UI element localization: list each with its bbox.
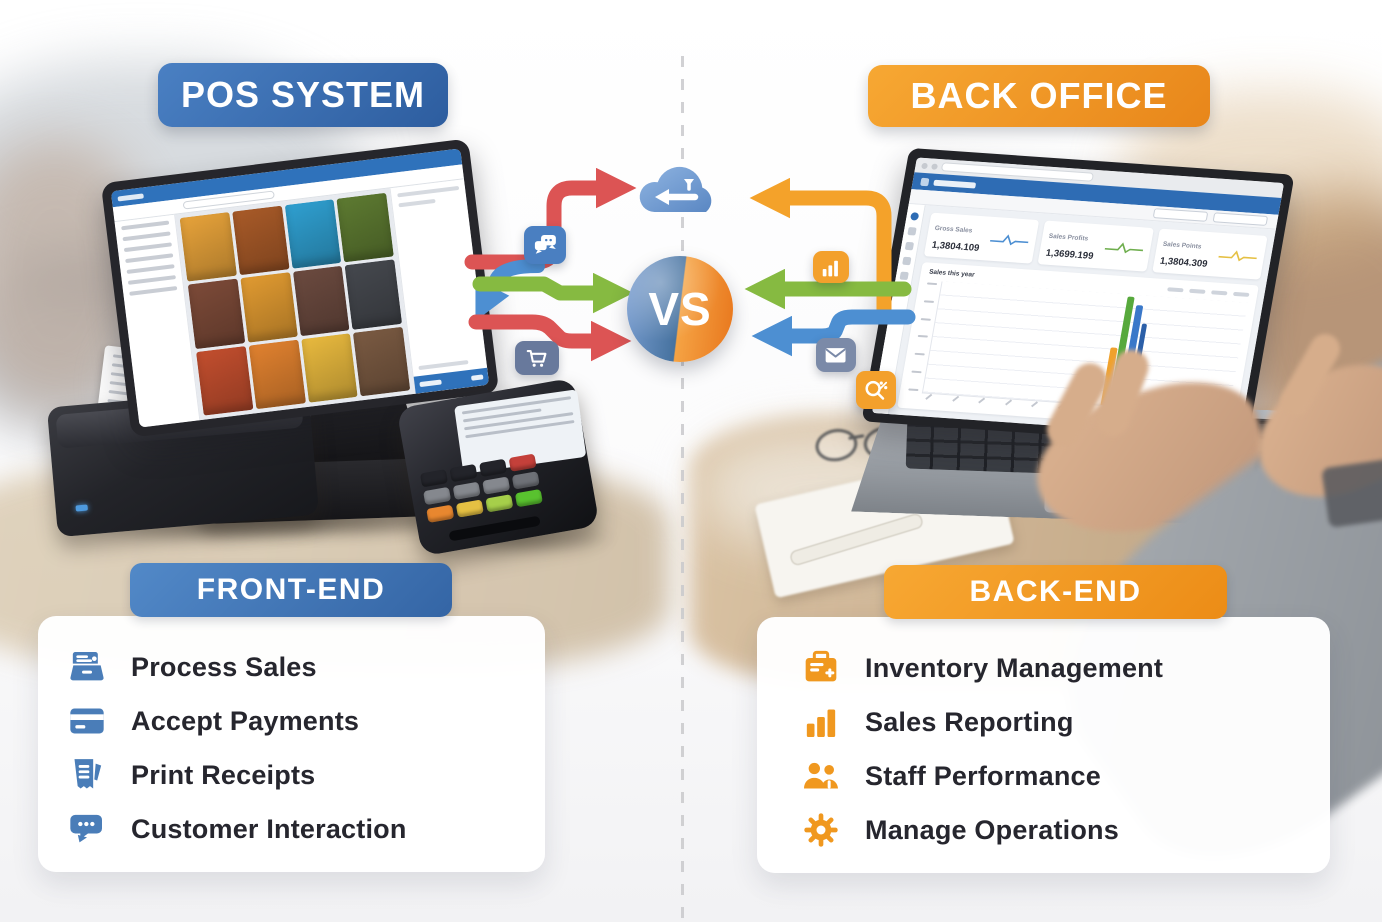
feature-item: Sales Reporting: [757, 695, 1330, 749]
feature-item: Customer Interaction: [38, 802, 545, 856]
keypad-key: [452, 481, 481, 500]
pos-product-tile: [187, 278, 246, 349]
bar-chart-icon: [799, 701, 843, 743]
feature-item: Print Receipts: [38, 748, 545, 802]
pos-system-label: POS SYSTEM: [180, 74, 426, 115]
feature-item: Accept Payments: [38, 694, 545, 748]
feature-item: Process Sales: [38, 640, 545, 694]
pos-product-tile: [196, 345, 254, 416]
back-office-banner: BACK OFFICE: [868, 65, 1210, 127]
discount-search-icon: [856, 371, 896, 409]
keypad-key: [426, 504, 455, 523]
keypad-key: [455, 499, 484, 518]
pos-product-tile: [292, 266, 350, 336]
center-dashed-divider: [681, 56, 684, 922]
chat-bubbles-icon: [65, 808, 109, 850]
chart-title: Sales this year: [928, 268, 976, 279]
staff-icon: [799, 755, 843, 797]
pos-product-tile: [179, 212, 237, 283]
feature-item: Staff Performance: [757, 749, 1330, 803]
chat-icon: [524, 226, 566, 264]
arrow-pos-to-vs-green: [472, 272, 634, 314]
keypad-key: [511, 471, 540, 490]
arrow-pos-to-vs-red: [468, 314, 632, 362]
laptop-screen: Gross Sales 1,3804.109 Sales Profits 1,3699…: [861, 147, 1295, 449]
feature-label: Sales Reporting: [865, 706, 1074, 737]
sales-chart-icon: [813, 251, 849, 283]
keypad-key: [479, 458, 508, 478]
pos-screen-ui: [110, 148, 490, 428]
keypad-key: [514, 488, 543, 508]
back-end-banner-label: BACK-END: [969, 575, 1142, 608]
vs-badge: VS: [627, 256, 733, 362]
stat-label: Sales Profits: [1048, 232, 1089, 243]
feature-label: Print Receipts: [131, 759, 316, 790]
arrow-chat-to-pos: [475, 259, 545, 322]
feature-label: Accept Payments: [131, 705, 360, 736]
stat-value: 1,3804.109: [930, 239, 981, 254]
tablet-on-table: [1321, 456, 1382, 528]
cash-register-icon: [65, 646, 109, 688]
dashboard-stat-cards: Gross Sales 1,3804.109 Sales Profits 1,3699…: [923, 212, 1268, 280]
stat-label: Sales Points: [1162, 240, 1203, 251]
keypad-key: [449, 463, 478, 483]
feature-label: Manage Operations: [865, 814, 1119, 845]
keypad-key: [482, 476, 511, 495]
stat-sparkline: [990, 234, 1029, 246]
card-payment-terminal: [396, 377, 600, 557]
stat-card: Gross Sales 1,3804.109: [923, 212, 1040, 264]
pos-system-banner: POS SYSTEM: [158, 63, 448, 127]
pos-product-tile: [284, 199, 342, 270]
pos-product-tile: [344, 259, 403, 330]
stat-card: Sales Profits 1,3699.199: [1037, 220, 1154, 272]
card-terminal-keypad: [419, 453, 543, 523]
feature-label: Inventory Management: [865, 652, 1164, 683]
feature-label: Customer Interaction: [131, 813, 407, 844]
vs-label: VS: [648, 283, 712, 335]
stat-card: Sales Points 1,3804.309: [1151, 228, 1268, 280]
inventory-box-icon: [799, 647, 843, 689]
gear-icon: [799, 809, 843, 851]
front-end-banner-label: FRONT-END: [196, 573, 386, 606]
cloud-sync-icon: [629, 150, 729, 220]
stat-value: 1,3699.199: [1044, 247, 1095, 262]
stat-label: Gross Sales: [934, 224, 973, 235]
keypad-key: [419, 469, 449, 488]
pos-product-grid: [175, 188, 415, 421]
feature-item: Inventory Management: [757, 641, 1330, 695]
mail-icon: [816, 338, 856, 372]
stat-sparkline: [1218, 250, 1257, 262]
stat-value: 1,3804.309: [1158, 255, 1209, 270]
chart-legend: [1167, 286, 1250, 297]
front-end-banner: FRONT-END: [130, 563, 452, 617]
dashboard-ui: Gross Sales 1,3804.109 Sales Profits 1,3699…: [871, 157, 1285, 439]
feature-label: Process Sales: [131, 651, 317, 682]
back-end-banner: BACK-END: [884, 565, 1227, 619]
keypad-key: [485, 494, 514, 513]
pos-product-tile: [231, 205, 290, 276]
receipt-icon: [65, 754, 109, 796]
back-office-label: BACK OFFICE: [910, 75, 1168, 116]
pos-product-tile: [300, 332, 358, 403]
keypad-key: [423, 486, 452, 506]
feature-label: Staff Performance: [865, 760, 1101, 791]
stat-sparkline: [1104, 242, 1143, 254]
pos-monitor: [100, 138, 500, 438]
credit-card-icon: [65, 700, 109, 742]
card-slot: [448, 515, 541, 542]
shopping-cart-icon: [515, 341, 559, 375]
printer-led: [75, 504, 88, 512]
pos-product-tile: [240, 272, 298, 343]
keypad-key: [508, 453, 537, 472]
feature-item: Manage Operations: [757, 803, 1330, 857]
pos-product-tile: [353, 326, 411, 397]
pos-product-tile: [336, 192, 394, 263]
pos-product-tile: [248, 339, 306, 410]
